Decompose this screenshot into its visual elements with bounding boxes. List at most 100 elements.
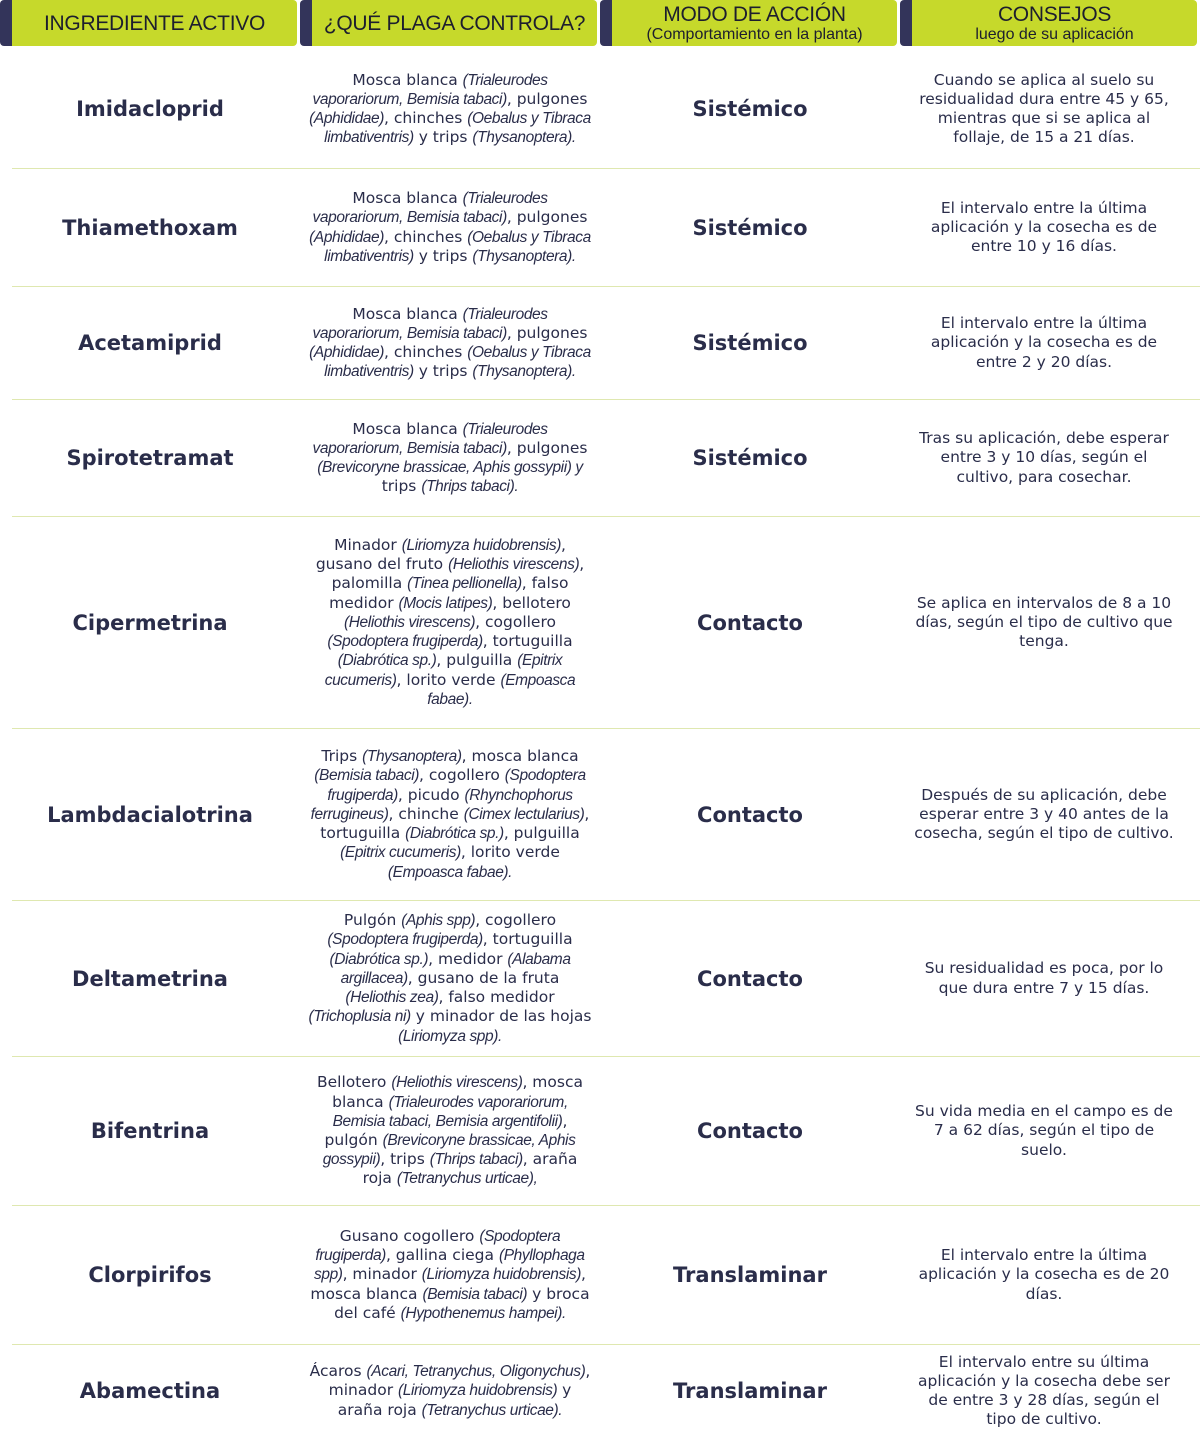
ingredient-name: Bifentrina [90, 1119, 210, 1143]
pest-name: Mosca blanca [352, 419, 463, 438]
pest-name: , falso medidor [438, 988, 555, 1007]
ingredient-name: Thiamethoxam [62, 215, 238, 240]
ingredient-name: Deltametrina [72, 966, 228, 991]
pests-text: Mosca blanca (Trialeurodes vaporariorum,… [308, 189, 592, 266]
pest-name: , pulgón [324, 1111, 568, 1149]
scientific-name: (Bemisia tabaci) [422, 1285, 528, 1303]
header-pests: ¿QUÉ PLAGA CONTROLA? [300, 0, 597, 46]
ingredient-name: Clorpirifos [88, 1263, 212, 1287]
action-mode: Translaminar [673, 1379, 827, 1403]
scientific-name: (Diabrótica sp.) [337, 652, 437, 670]
pests-cell: Bellotero (Heliothis virescens), mosca b… [300, 1057, 600, 1205]
pest-name: , mosca blanca [332, 1073, 583, 1111]
table-row: Abamectina Ácaros (Acari, Tetranychus, O… [12, 1345, 1200, 1429]
scientific-name: (Heliothis zea) [345, 989, 439, 1007]
scientific-name: (Trialeurodes vaporariorum, Bemisia taba… [312, 190, 548, 227]
pest-name: Ácaros [309, 1362, 367, 1381]
scientific-name: (Spodoptera frugiperda) [327, 931, 483, 949]
pests-text: Gusano cogollero (Spodoptera frugiperda)… [308, 1227, 592, 1323]
pest-name: Mosca blanca [352, 304, 463, 323]
scientific-name: (Trichoplusia ni) [308, 1008, 412, 1026]
header-title: CONSEJOS [997, 2, 1112, 26]
pest-name: Mosca blanca [352, 189, 463, 208]
pest-name: , palomilla [331, 555, 585, 593]
tip-text: El intervalo entre la última aplicación … [930, 198, 1158, 256]
scientific-name: (Epitrix cucumeris) [340, 844, 461, 862]
action-mode: Contacto [697, 802, 803, 827]
table-row: Clorpirifos Gusano cogollero (Spodoptera… [12, 1206, 1200, 1345]
scientific-name: (Mocis latipes) [398, 594, 493, 612]
pest-name: Trips [321, 747, 363, 766]
pest-name: , gallina ciega [385, 1246, 499, 1265]
tip-text: El intervalo entre su última aplicación … [918, 1352, 1170, 1429]
pest-name: y trips [413, 128, 473, 147]
pest-name: , lorito verde [460, 843, 560, 862]
scientific-name: (Thysanoptera). [472, 363, 576, 381]
pest-name: , falso medidor [329, 574, 569, 612]
pest-name: , mosca blanca [461, 747, 579, 766]
scientific-name: (Trialeurodes vaporariorum, Bemisia taba… [312, 71, 548, 108]
pest-name: , pulguilla [503, 824, 580, 843]
action-mode: Sistémico [692, 97, 808, 121]
pest-name: , pulgones [506, 438, 588, 457]
pest-name: , pulgones [506, 323, 588, 342]
scientific-name: (Cimex lectularius) [463, 805, 585, 823]
scientific-name: (Empoasca fabae). [427, 671, 576, 708]
pest-name: , lorito verde [396, 670, 501, 689]
pest-name: , cogollero [475, 612, 556, 631]
scientific-name: (Thysanoptera). [472, 247, 576, 265]
header-title: ¿QUÉ PLAGA CONTROLA? [323, 11, 586, 35]
table-body: Imidacloprid Mosca blanca (Trialeurodes … [0, 50, 1200, 1429]
pests-cell: Mosca blanca (Trialeurodes vaporariorum,… [300, 287, 600, 399]
action-mode: Contacto [697, 610, 803, 635]
scientific-name: (Liriomyza huidobrensis) [401, 537, 562, 555]
action-mode: Translaminar [673, 1263, 827, 1287]
table-header: INGREDIENTE ACTIVO ¿QUÉ PLAGA CONTROLA? … [0, 0, 1200, 46]
pest-name: y araña roja [337, 1381, 572, 1419]
scientific-name: (Thrips tabaci) [429, 1151, 523, 1169]
pest-name: , cogollero [475, 911, 557, 930]
pests-cell: Mosca blanca (Trialeurodes vaporariorum,… [300, 169, 600, 286]
table-row: Imidacloprid Mosca blanca (Trialeurodes … [12, 50, 1200, 169]
ingredient-name: Spirotetramat [66, 446, 234, 470]
pests-cell: Gusano cogollero (Spodoptera frugiperda)… [300, 1206, 600, 1344]
action-mode: Contacto [697, 966, 803, 991]
pests-cell: Mosca blanca (Trialeurodes vaporariorum,… [300, 400, 600, 516]
pest-name: , minador [342, 1265, 422, 1284]
scientific-name: (Heliothis virescens) [391, 1074, 523, 1092]
scientific-name: (Tetranychus urticae). [421, 1401, 563, 1419]
pest-name: y minador de las hojas [410, 1007, 592, 1026]
pest-name: Pulgón [343, 911, 402, 930]
pests-text: Minador (Liriomyza huidobrensis), gusano… [308, 536, 592, 709]
scientific-name: (Spodoptera frugiperda) [327, 633, 483, 651]
pests-cell: Ácaros (Acari, Tetranychus, Oligonychus)… [300, 1345, 600, 1429]
pest-name: , pulguilla [436, 651, 518, 670]
scientific-name: (Spodoptera frugiperda) [315, 1227, 561, 1265]
scientific-name: (Trialeurodes vaporariorum, Bemisia taba… [312, 420, 548, 457]
scientific-name: (Liriomyza huidobrensis) [398, 1382, 558, 1400]
pests-cell: Mosca blanca (Trialeurodes vaporariorum,… [300, 50, 600, 168]
header-title: INGREDIENTE ACTIVO [44, 11, 265, 35]
pests-cell: Trips (Thysanoptera), mosca blanca (Bemi… [300, 729, 600, 900]
scientific-name: (Phyllophaga spp) [314, 1247, 585, 1284]
pest-name: , pulgones [506, 89, 588, 108]
pest-name: , mosca blanca [310, 1265, 586, 1303]
scientific-name: (Bemisia tabaci) [314, 767, 419, 785]
pests-cell: Pulgón (Aphis spp), cogollero (Spodopter… [300, 901, 600, 1056]
pest-name: , araña roja [362, 1150, 578, 1188]
pest-name: , gusano del fruto [315, 536, 566, 574]
scientific-name: (Thysanoptera) [362, 748, 462, 766]
pest-name: , chinche [388, 804, 464, 823]
scientific-name: (Diabrótica sp.) [329, 950, 429, 968]
scientific-name: (Liriomyza huidobrensis) [421, 1266, 582, 1284]
header-ingredient: INGREDIENTE ACTIVO [0, 0, 297, 46]
scientific-name: (Rhynchophorus ferrugineus) [310, 786, 573, 823]
ingredient-name: Imidacloprid [76, 97, 224, 121]
scientific-name: (Spodoptera frugiperda) [327, 767, 586, 804]
tip-text: Después de su aplicación, debe esperar e… [914, 785, 1174, 843]
pest-name: Bellotero [316, 1073, 392, 1092]
pests-text: Mosca blanca (Trialeurodes vaporariorum,… [308, 71, 592, 148]
header-title: MODO DE ACCIÓN [663, 2, 846, 26]
action-mode: Sistémico [692, 446, 808, 470]
